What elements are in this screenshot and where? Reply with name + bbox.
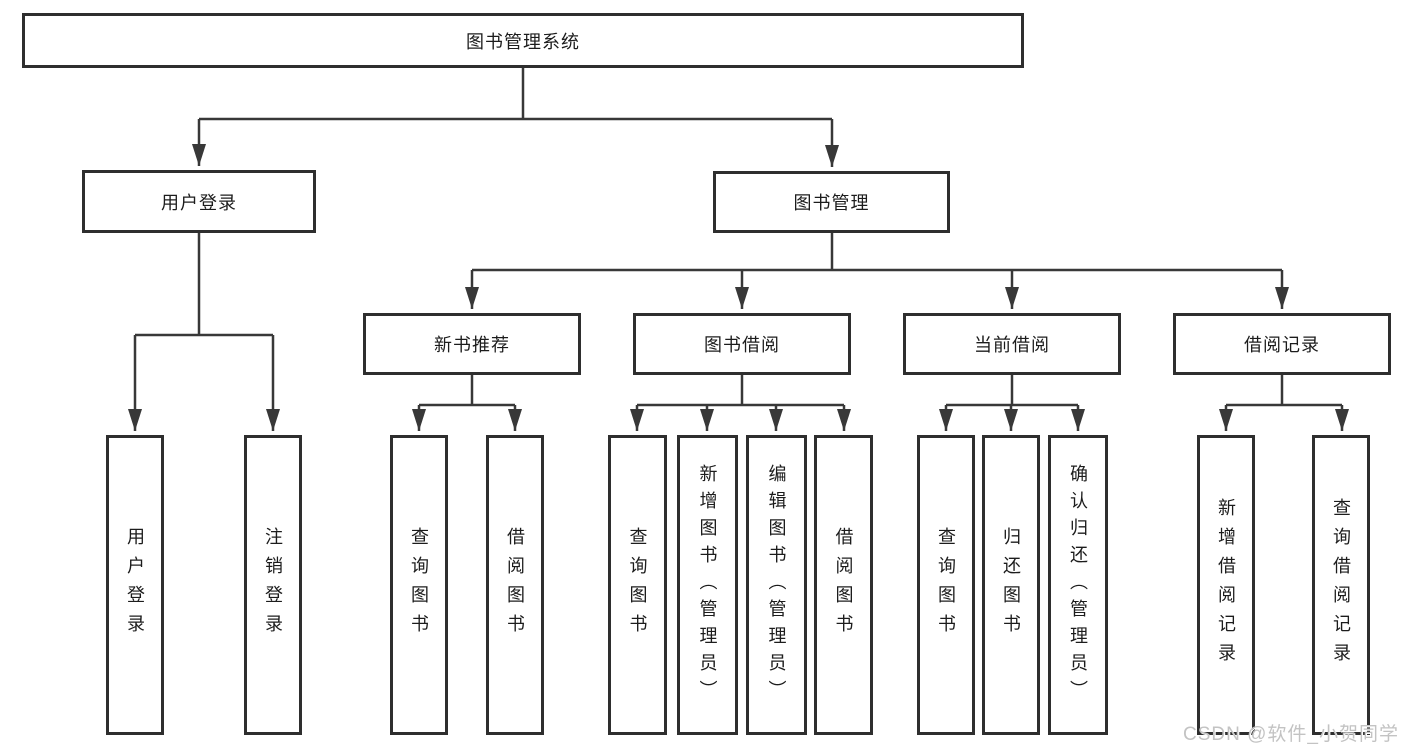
node-new-book-recommend: 新书推荐 [363, 313, 581, 375]
node-current-borrow: 当前借阅 [903, 313, 1121, 375]
leaf-user-login: 用户登录 [106, 435, 164, 735]
leaf-borrow-books-2: 借阅图书 [814, 435, 873, 735]
leaf-logout: 注销登录 [244, 435, 302, 735]
leaf-add-borrow-record: 新增借阅记录 [1197, 435, 1255, 735]
leaf-query-books-1: 查询图书 [390, 435, 448, 735]
node-system-root: 图书管理系统 [22, 13, 1024, 68]
leaf-query-books-2: 查询图书 [608, 435, 667, 735]
leaf-query-books-3: 查询图书 [917, 435, 975, 735]
leaf-borrow-books-1: 借阅图书 [486, 435, 544, 735]
leaf-return-books: 归还图书 [982, 435, 1040, 735]
leaf-confirm-return-admin: 确认归还（管理员） [1048, 435, 1108, 735]
node-book-management: 图书管理 [713, 171, 950, 233]
leaf-edit-books-admin: 编辑图书（管理员） [746, 435, 807, 735]
leaf-add-books-admin: 新增图书（管理员） [677, 435, 738, 735]
node-book-borrow: 图书借阅 [633, 313, 851, 375]
node-user-login: 用户登录 [82, 170, 316, 233]
csdn-watermark: CSDN @软件_小贺同学 [1183, 724, 1399, 745]
node-borrow-record: 借阅记录 [1173, 313, 1391, 375]
leaf-query-borrow-record: 查询借阅记录 [1312, 435, 1370, 735]
